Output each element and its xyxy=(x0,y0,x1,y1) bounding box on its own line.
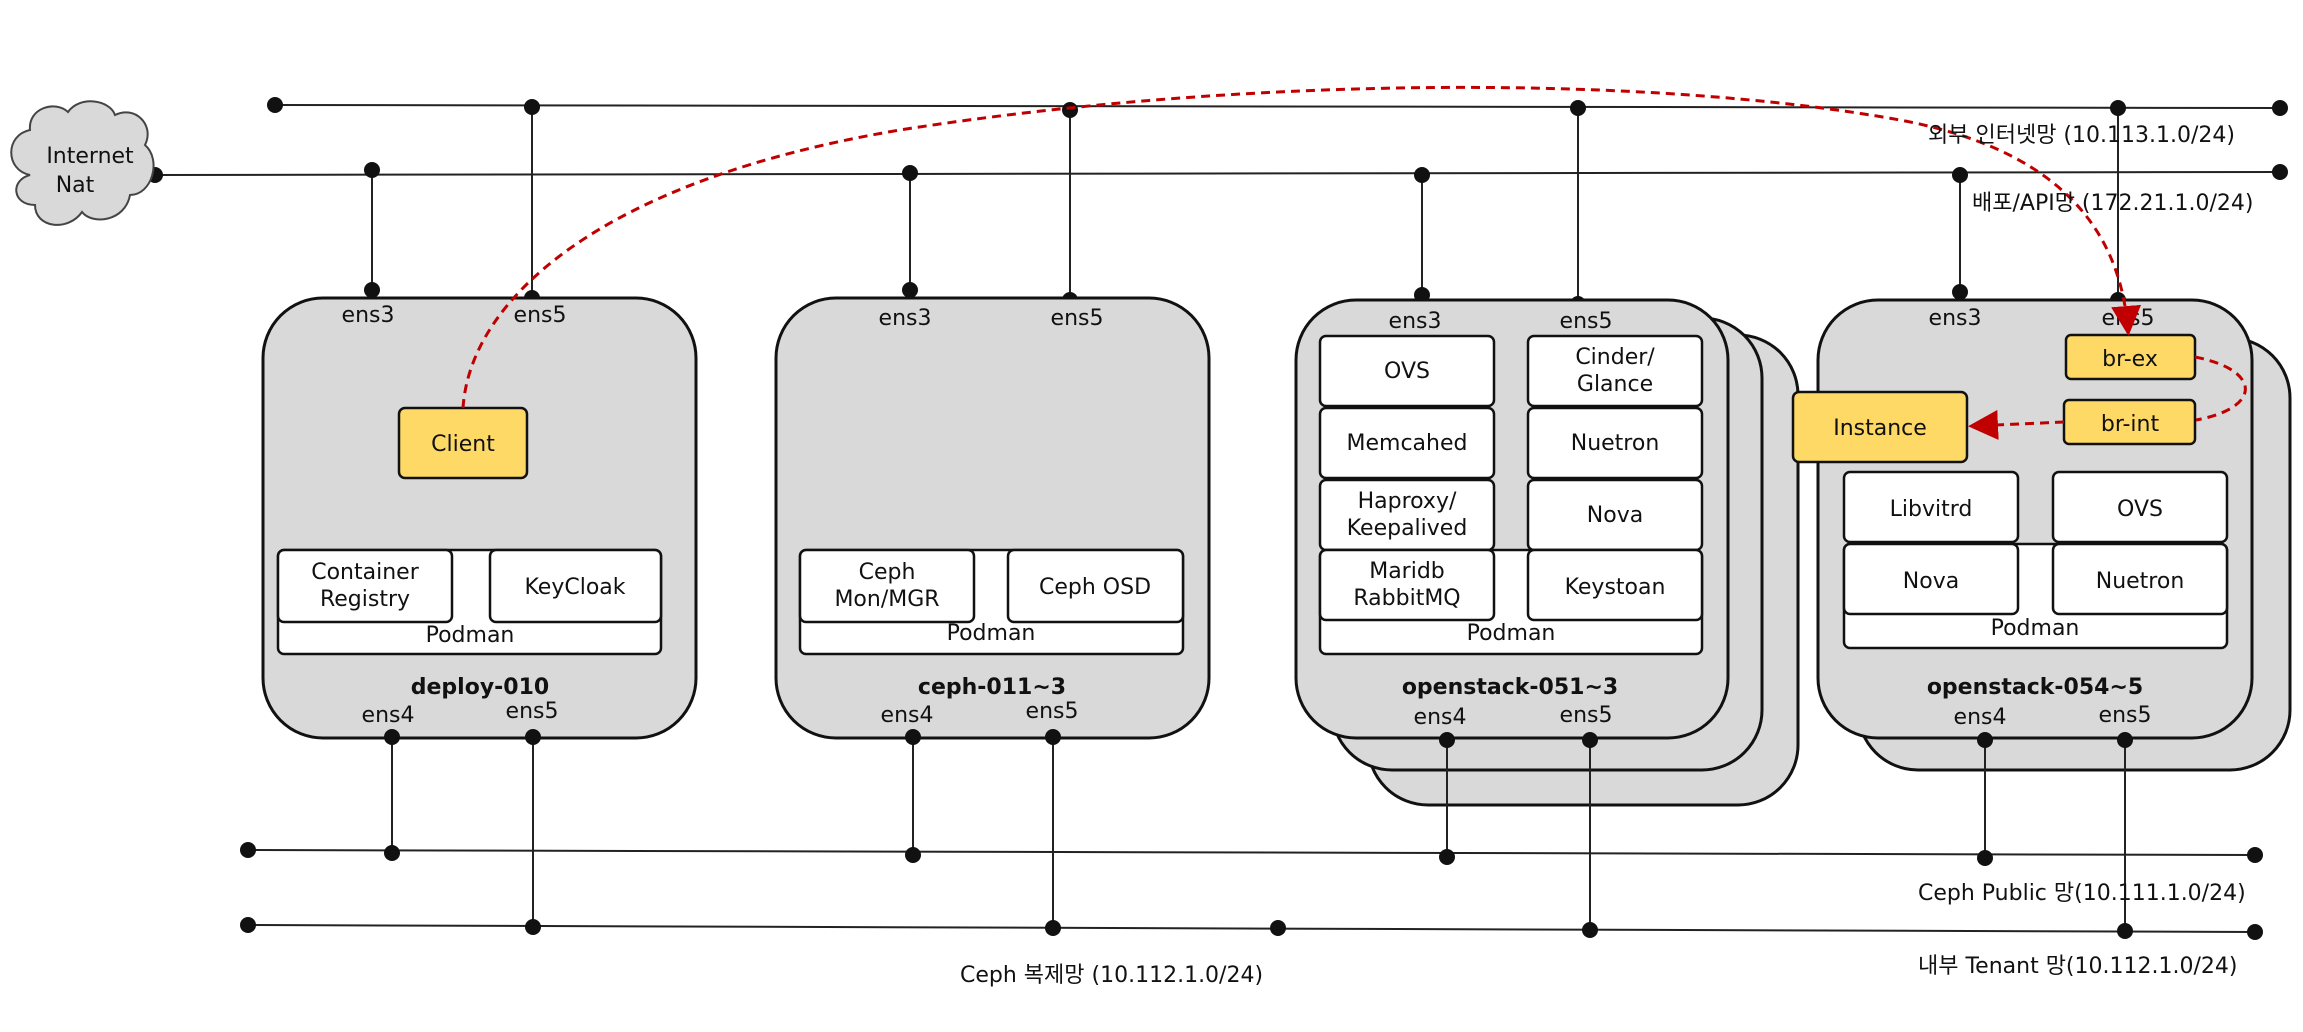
internet-nat-cloud: Internet Nat xyxy=(10,100,155,226)
compute-ens5-bottom-label: ens5 xyxy=(2099,703,2152,728)
compute-podman-label: Podman xyxy=(1991,616,2080,641)
haproxy-line1: Haproxy/ xyxy=(1358,489,1457,514)
ceph-ens3-label: ens3 xyxy=(879,306,932,331)
controller-host-name: openstack-051~3 xyxy=(1402,675,1618,700)
deploy-ens4-label: ens4 xyxy=(362,703,415,728)
deploy-api-network-line xyxy=(154,171,2281,176)
memcached-box: Memcahed xyxy=(1347,431,1468,456)
ceph-osd-box: Ceph OSD xyxy=(1039,575,1151,600)
controller-neutron-box: Nuetron xyxy=(1571,431,1660,456)
deploy-podman-label: Podman xyxy=(426,623,515,648)
compute-neutron-box: Nuetron xyxy=(2096,569,2185,594)
keystone-box: Keystoan xyxy=(1565,575,1666,600)
host-ceph: ens3 ens5 Ceph Mon/MGR Ceph OSD Podman c… xyxy=(774,102,1211,936)
external-network-line xyxy=(274,104,2281,109)
network-line-endpoints xyxy=(147,97,2288,940)
controller-nova-box: Nova xyxy=(1587,503,1643,528)
compute-ens4-label: ens4 xyxy=(1954,705,2007,730)
libvirtd-box: Libvitrd xyxy=(1890,497,1973,522)
ceph-mon-line1: Ceph xyxy=(859,560,916,585)
deploy-host-name: deploy-010 xyxy=(411,675,549,700)
ceph-ens5-top-label: ens5 xyxy=(1051,306,1104,331)
host-deploy: ens3 ens5 Client Container Registry KeyC… xyxy=(261,99,698,935)
ceph-mon-line2: Mon/MGR xyxy=(834,587,939,612)
controller-ens5-top-label: ens5 xyxy=(1560,309,1613,334)
external-network-label: 외부 인터넷망 (10.113.1.0/24) xyxy=(1928,123,2235,148)
controller-ens4-label: ens4 xyxy=(1414,705,1467,730)
br-int-box: br-int xyxy=(2101,412,2160,437)
controller-ens3-label: ens3 xyxy=(1389,309,1442,334)
host-controller: ens3 ens5 OVS Cinder/ Glance Memcahed Nu… xyxy=(1294,100,1800,938)
mariadb-line1: Maridb xyxy=(1369,559,1445,584)
controller-podman-label: Podman xyxy=(1467,621,1556,646)
instance-box: Instance xyxy=(1833,416,1927,441)
internet-label-line2: Nat xyxy=(56,173,95,198)
deploy-ens3-label: ens3 xyxy=(342,303,395,328)
ceph-ens5-bottom-label: ens5 xyxy=(1026,699,1079,724)
ceph-public-network-line xyxy=(247,849,2256,856)
ceph-podman-label: Podman xyxy=(947,621,1036,646)
client-box: Client xyxy=(431,432,495,457)
ceph-ens4-label: ens4 xyxy=(881,703,934,728)
host-compute: ens3 ens5 br-ex br-int Instance Libvitrd… xyxy=(1791,100,2292,939)
ceph-public-network-label: Ceph Public 망(10.111.1.0/24) xyxy=(1918,881,2246,906)
internet-label-line1: Internet xyxy=(46,144,134,169)
client-to-br-ex-arrow xyxy=(461,85,2142,409)
network-lines xyxy=(154,104,2281,933)
controller-ens5-bottom-label: ens5 xyxy=(1560,703,1613,728)
ceph-host-name: ceph-011~3 xyxy=(918,675,1066,700)
deploy-ens5-top-label: ens5 xyxy=(514,303,567,328)
keycloak-box: KeyCloak xyxy=(524,575,625,600)
cinder-line2: Glance xyxy=(1577,372,1653,397)
compute-ens3-label: ens3 xyxy=(1929,306,1982,331)
ceph-replication-network-label: Ceph 복제망 (10.112.1.0/24) xyxy=(960,963,1263,988)
traffic-flow xyxy=(461,85,2247,440)
deploy-ens5-bottom-label: ens5 xyxy=(506,699,559,724)
container-registry-line2: Registry xyxy=(320,587,410,612)
container-registry-line1: Container xyxy=(311,560,419,585)
br-ex-box: br-ex xyxy=(2102,347,2158,372)
br-int-to-instance-arrow xyxy=(1968,409,2065,440)
tenant-network-label: 내부 Tenant 망(10.112.1.0/24) xyxy=(1918,954,2237,979)
ceph-replication-network-line xyxy=(247,924,2256,933)
haproxy-line2: Keepalived xyxy=(1347,516,1468,541)
controller-ovs-box: OVS xyxy=(1384,359,1430,384)
mariadb-line2: RabbitMQ xyxy=(1353,586,1460,611)
deploy-api-network-label: 배포/API망 (172.21.1.0/24) xyxy=(1972,191,2253,216)
compute-ovs-box: OVS xyxy=(2117,497,2163,522)
compute-nova-box: Nova xyxy=(1903,569,1959,594)
cinder-line1: Cinder/ xyxy=(1575,345,1655,370)
compute-host-name: openstack-054~5 xyxy=(1927,675,2143,700)
br-ex-to-br-int-arrow xyxy=(2194,355,2247,422)
